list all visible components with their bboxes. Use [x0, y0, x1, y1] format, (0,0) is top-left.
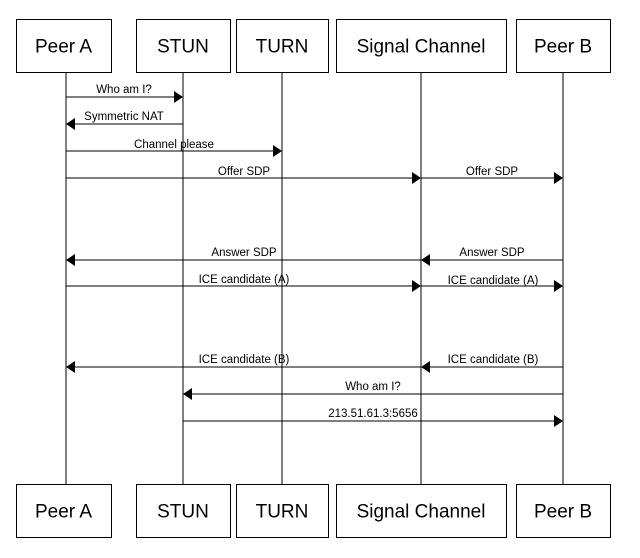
- arrowhead-icon: [412, 280, 421, 292]
- message-12: 213.51.61.3:5656: [183, 408, 563, 427]
- actor-label: Peer A: [35, 37, 92, 58]
- message-label: ICE candidate (A): [448, 275, 539, 287]
- message-11: Who am I?: [183, 381, 563, 400]
- actor-label: STUN: [157, 37, 209, 58]
- actor-label: Peer A: [35, 502, 92, 523]
- message-3: Offer SDP: [66, 166, 421, 184]
- arrowhead-icon: [421, 361, 430, 373]
- actor-label: TURN: [256, 37, 309, 58]
- message-label: ICE candidate (B): [448, 354, 539, 366]
- actor-box-top-stun: STUN: [136, 19, 231, 73]
- arrowhead-icon: [412, 172, 421, 184]
- actor-box-bottom-stun: STUN: [136, 484, 231, 538]
- actor-label: Peer B: [534, 37, 592, 58]
- message-2: Channel please: [66, 139, 282, 157]
- message-label: Answer SDP: [211, 247, 277, 259]
- arrowhead-icon: [183, 388, 192, 400]
- message-0: Who am I?: [66, 84, 183, 103]
- actor-box-bottom-peerA: Peer A: [16, 484, 112, 538]
- actor-label: STUN: [157, 502, 209, 523]
- arrowhead-icon: [421, 254, 430, 266]
- arrowhead-icon: [554, 280, 563, 292]
- message-5: Answer SDP: [211, 247, 563, 266]
- message-label: Channel please: [134, 139, 214, 151]
- message-label: ICE candidate (A): [199, 274, 290, 286]
- message-6: Answer SDP: [66, 247, 525, 266]
- arrowhead-icon: [554, 415, 563, 427]
- arrowhead-icon: [273, 145, 282, 157]
- message-label: Who am I?: [345, 381, 401, 393]
- message-label: Offer SDP: [218, 166, 271, 178]
- message-label: Symmetric NAT: [84, 111, 164, 123]
- arrowhead-icon: [174, 91, 183, 103]
- actor-box-bottom-peerB: Peer B: [516, 484, 611, 538]
- message-8: ICE candidate (A): [421, 275, 563, 292]
- actor-box-bottom-turn: TURN: [236, 484, 329, 538]
- actor-box-top-peerB: Peer B: [516, 19, 611, 73]
- actor-box-top-peerA: Peer A: [16, 19, 112, 73]
- actor-label: TURN: [256, 502, 309, 523]
- message-label: Answer SDP: [459, 247, 525, 259]
- actor-label: Signal Channel: [357, 37, 486, 58]
- arrowhead-icon: [66, 254, 75, 266]
- message-9: ICE candidate (B): [199, 354, 563, 373]
- message-10: ICE candidate (B): [66, 354, 539, 373]
- actor-box-top-turn: TURN: [236, 19, 329, 73]
- message-label: Offer SDP: [466, 166, 519, 178]
- arrowhead-icon: [66, 361, 75, 373]
- actor-box-top-signal: Signal Channel: [336, 19, 507, 73]
- actor-label: Signal Channel: [357, 502, 486, 523]
- message-label: Who am I?: [96, 84, 152, 96]
- message-7: ICE candidate (A): [66, 274, 421, 292]
- message-4: Offer SDP: [421, 166, 563, 184]
- actor-box-bottom-signal: Signal Channel: [336, 484, 507, 538]
- message-label: ICE candidate (B): [199, 354, 290, 366]
- actor-label: Peer B: [534, 502, 592, 523]
- arrowhead-icon: [554, 172, 563, 184]
- message-1: Symmetric NAT: [66, 111, 183, 130]
- message-label: 213.51.61.3:5656: [328, 408, 418, 420]
- arrowhead-icon: [66, 118, 75, 130]
